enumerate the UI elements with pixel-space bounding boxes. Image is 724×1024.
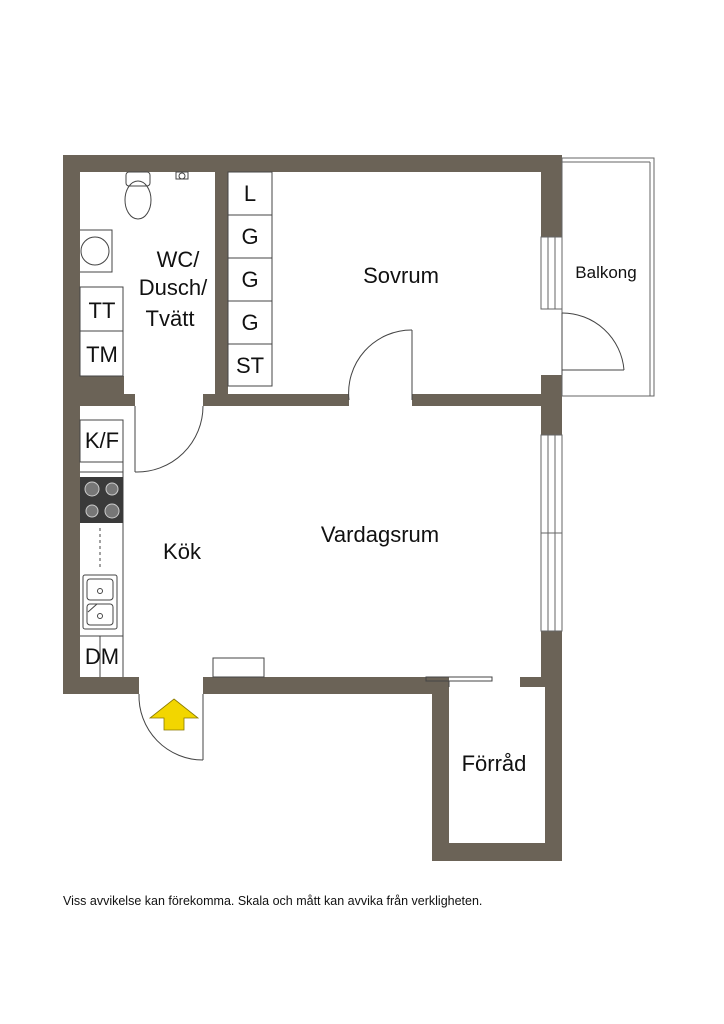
kf-label: K/F — [85, 428, 119, 453]
bathroom-fixtures — [79, 171, 189, 377]
doors — [134, 312, 625, 761]
walls — [63, 155, 562, 861]
storage-door — [425, 676, 493, 682]
disclaimer-text: Viss avvikelse kan förekomma. Skala och … — [63, 894, 483, 908]
wc-label-line2: Dusch/ — [139, 275, 208, 300]
toilet-tank-icon — [125, 171, 151, 187]
entrance-door-swing — [138, 693, 204, 761]
kitchen-fixtures — [79, 419, 265, 678]
balkong-label: Balkong — [575, 263, 636, 282]
kf-box — [79, 419, 124, 463]
closet-label-4: G — [241, 310, 258, 335]
bedroom-window — [540, 236, 563, 310]
fixture-labels: TT TM K/F DM L G G G ST — [85, 181, 264, 669]
entrance-arrow-icon — [148, 698, 200, 731]
toilet-icon — [124, 180, 152, 220]
balcony-door-swing — [561, 312, 625, 371]
sovrum-label: Sovrum — [363, 263, 439, 288]
dm-label: DM — [85, 644, 119, 669]
closet-label-2: G — [241, 224, 258, 249]
closet-label-5: ST — [236, 353, 264, 378]
forrad-label: Förråd — [462, 751, 527, 776]
kok-label: Kök — [163, 539, 202, 564]
closet-label-1: L — [244, 181, 256, 206]
windows — [540, 236, 563, 632]
room-labels: WC/ Dusch/ Tvätt Sovrum Balkong Vardagsr… — [139, 247, 637, 776]
tt-label: TT — [89, 298, 116, 323]
washbasin-icon — [80, 229, 113, 273]
wc-label-line3: Tvätt — [146, 306, 195, 331]
closet-label-3: G — [241, 267, 258, 292]
bedroom-door-swing — [348, 329, 413, 401]
sink-icon — [82, 574, 118, 630]
tm-label: TM — [86, 342, 118, 367]
stove-icon — [80, 477, 123, 523]
radiator-icon — [212, 657, 265, 678]
wc-label-line1: WC/ — [157, 247, 201, 272]
closets — [227, 171, 273, 387]
vardagsrum-label: Vardagsrum — [321, 522, 439, 547]
bathroom-door-swing — [134, 405, 204, 473]
